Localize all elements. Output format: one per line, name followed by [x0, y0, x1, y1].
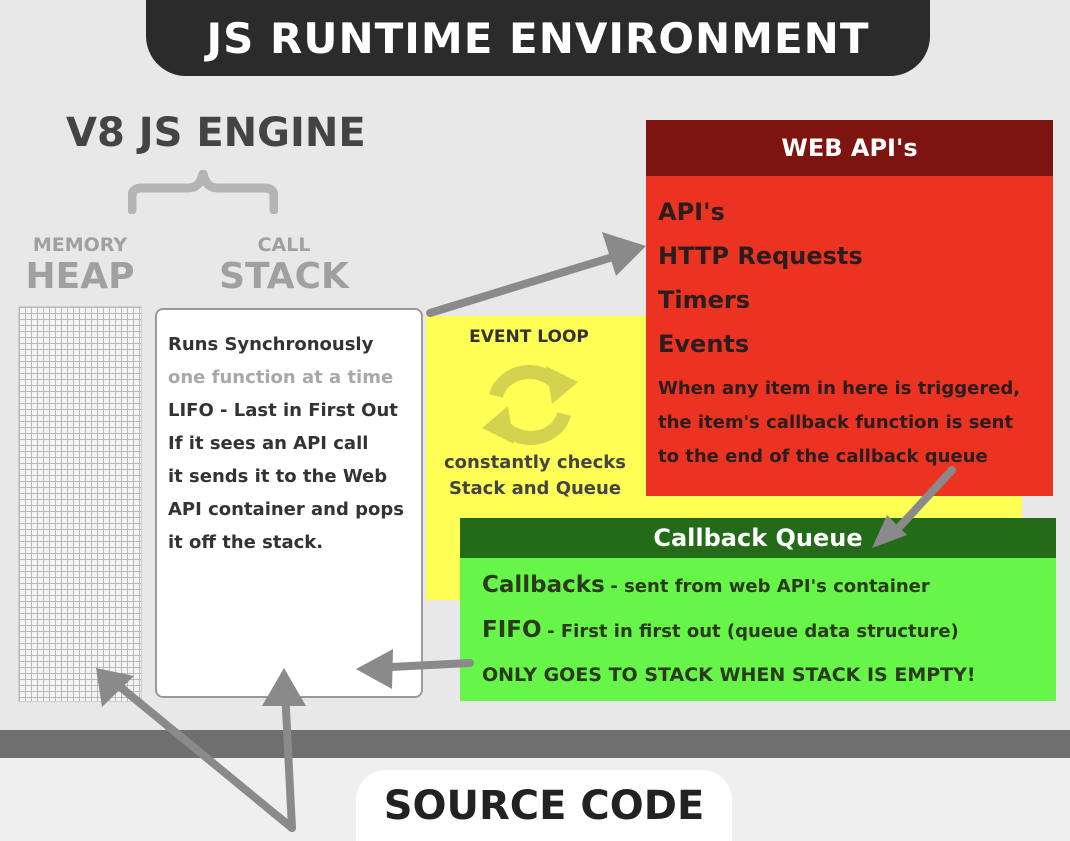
source-code-label: SOURCE CODE — [356, 770, 732, 841]
stack-line: it off the stack. — [168, 532, 324, 553]
callbacks-term: Callbacks — [482, 572, 605, 598]
runtime-title: JS RUNTIME ENVIRONMENT — [146, 0, 930, 76]
memory-heap-grid — [18, 306, 142, 702]
callbacks-desc: - sent from web API's container — [610, 576, 930, 597]
callback-queue-header: Callback Queue — [460, 518, 1056, 558]
web-api-box — [646, 120, 1053, 496]
web-api-header: WEB API's — [646, 120, 1053, 176]
web-api-item: API's — [658, 198, 725, 226]
stack-line: API container and pops — [168, 499, 404, 520]
brace-icon — [128, 170, 278, 214]
event-loop-description: constantly checks Stack and Queue — [430, 450, 640, 502]
fifo-term: FIFO — [482, 617, 542, 643]
web-api-note: When any item in here is triggered, the … — [658, 372, 1050, 474]
web-api-item: Events — [658, 330, 750, 358]
stack-label: STACK — [219, 256, 349, 297]
web-api-note-line: When any item in here is triggered, — [658, 378, 1021, 399]
engine-title: V8 JS ENGINE — [66, 110, 366, 156]
memory-label: MEMORY — [32, 234, 128, 256]
divider-strip — [0, 730, 1070, 758]
web-api-note-line: to the end of the callback queue — [658, 446, 988, 467]
stack-line: LIFO - Last in First Out — [168, 400, 398, 421]
event-loop-desc-line: constantly checks — [444, 452, 626, 473]
event-loop-desc-line: Stack and Queue — [448, 478, 622, 499]
stack-line: one function at a time — [168, 367, 394, 388]
loop-icon — [482, 365, 578, 445]
stack-line: If it sees an API call — [168, 433, 369, 454]
stack-line: Runs Synchronously — [168, 334, 374, 355]
web-api-item: HTTP Requests — [658, 242, 863, 270]
callback-queue-row: FIFO - First in first out (queue data st… — [482, 617, 959, 643]
call-stack-box: Runs Synchronously one function at a tim… — [155, 308, 423, 698]
web-api-note-line: the item's callback function is sent — [658, 412, 1014, 433]
web-api-item: Timers — [658, 286, 751, 314]
heap-label: HEAP — [25, 256, 135, 297]
stack-empty-note: ONLY GOES TO STACK WHEN STACK IS EMPTY! — [482, 664, 976, 686]
stack-line: it sends it to the Web — [168, 466, 388, 487]
fifo-desc: - First in first out (queue data structu… — [547, 621, 959, 642]
callback-queue-row: Callbacks - sent from web API's containe… — [482, 572, 930, 598]
call-label: CALL — [257, 234, 311, 256]
event-loop-title: EVENT LOOP — [469, 327, 589, 347]
